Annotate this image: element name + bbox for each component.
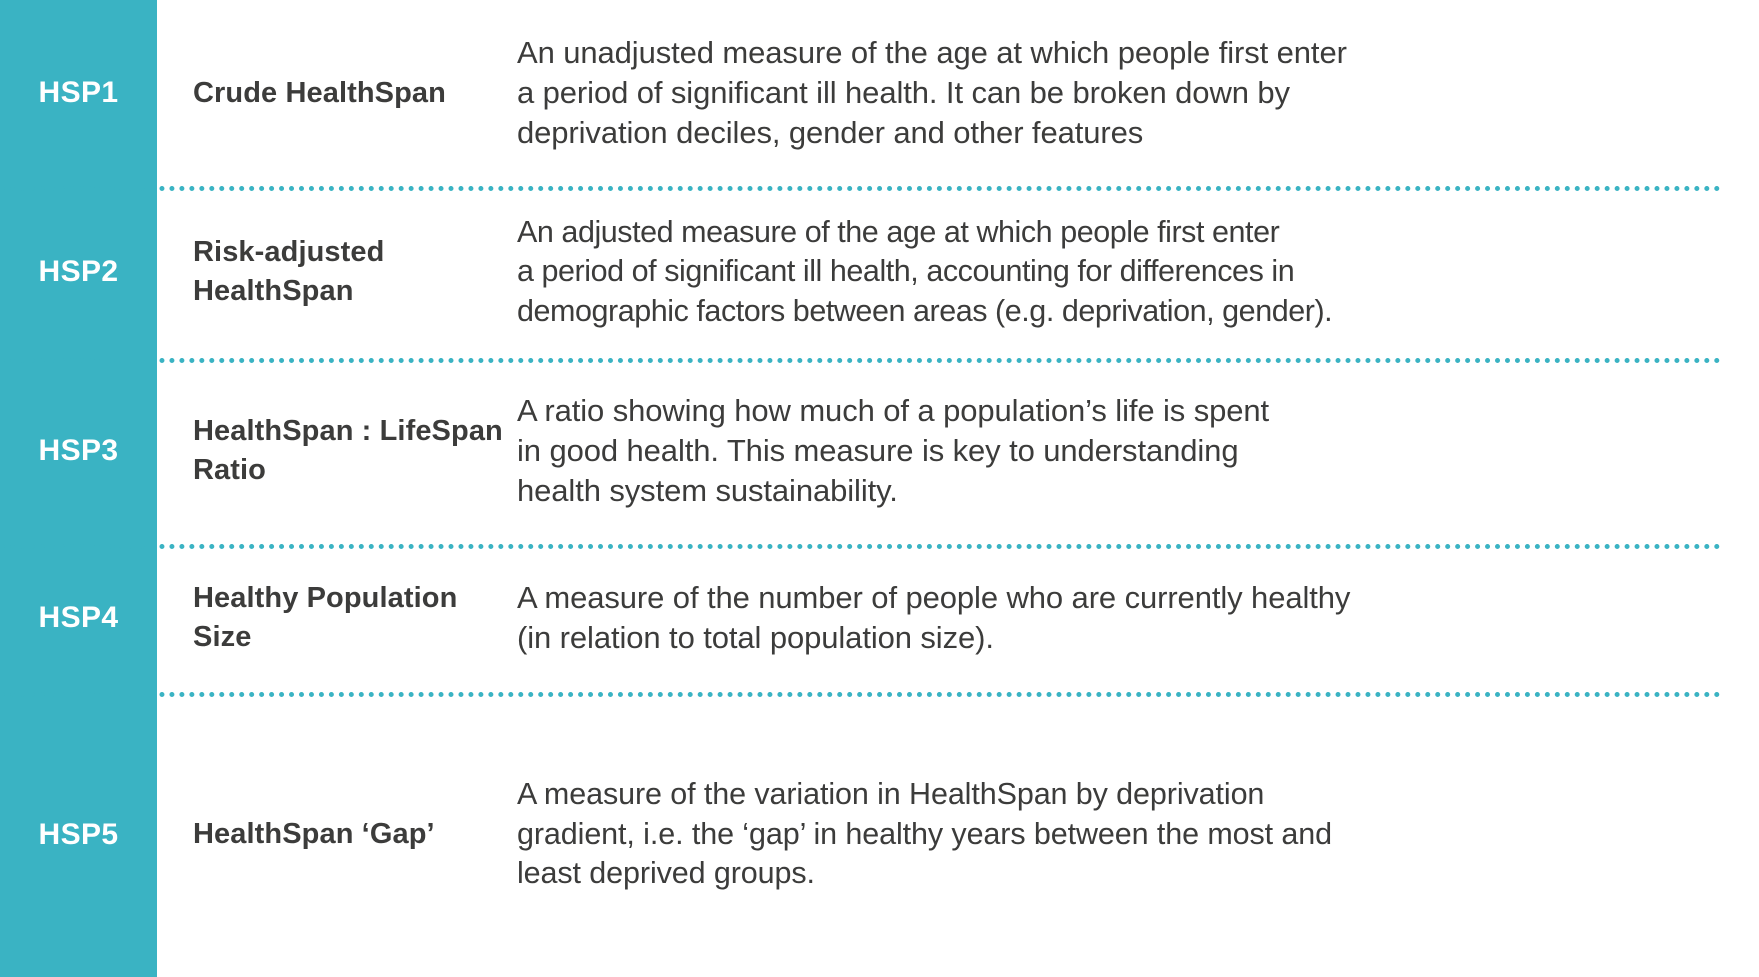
measure-description-hsp5: A measure of the variation in HealthSpan… [517, 777, 1332, 891]
table-row: HSP1 Crude HealthSpan An unadjusted meas… [0, 0, 1759, 186]
table-row: HSP2 Risk-adjusted HealthSpan An adjuste… [0, 186, 1759, 358]
measure-description-hsp3: A ratio showing how much of a population… [517, 392, 1270, 509]
table-row: HSP4 Healthy Population Size A measure o… [0, 544, 1759, 692]
table-row: HSP5 HealthSpan ‘Gap’ A measure of the v… [0, 692, 1759, 977]
code-column-background [0, 0, 157, 977]
measure-name-hsp5: HealthSpan ‘Gap’ [193, 818, 435, 851]
measure-code-hsp5: HSP5 [38, 817, 119, 851]
measure-name-hsp3: HealthSpan : LifeSpan Ratio [193, 415, 503, 486]
measure-code-hsp1: HSP1 [38, 76, 119, 109]
measure-name-hsp1: Crude HealthSpan [193, 76, 446, 109]
table-row: HSP3 HealthSpan : LifeSpan Ratio A ratio… [0, 358, 1759, 544]
measure-description-hsp4: A measure of the number of people who ar… [517, 579, 1351, 655]
measure-code-hsp2: HSP2 [38, 255, 119, 288]
measure-code-hsp4: HSP4 [38, 601, 119, 634]
measure-description-hsp2: An adjusted measure of the age at which … [517, 214, 1333, 328]
measure-name-hsp2: Risk-adjusted HealthSpan [193, 236, 385, 307]
measure-description-hsp1: An unadjusted measure of the age at whic… [517, 34, 1347, 151]
measure-code-hsp3: HSP3 [38, 434, 119, 467]
measure-name-hsp4: Healthy Population Size [193, 582, 458, 653]
